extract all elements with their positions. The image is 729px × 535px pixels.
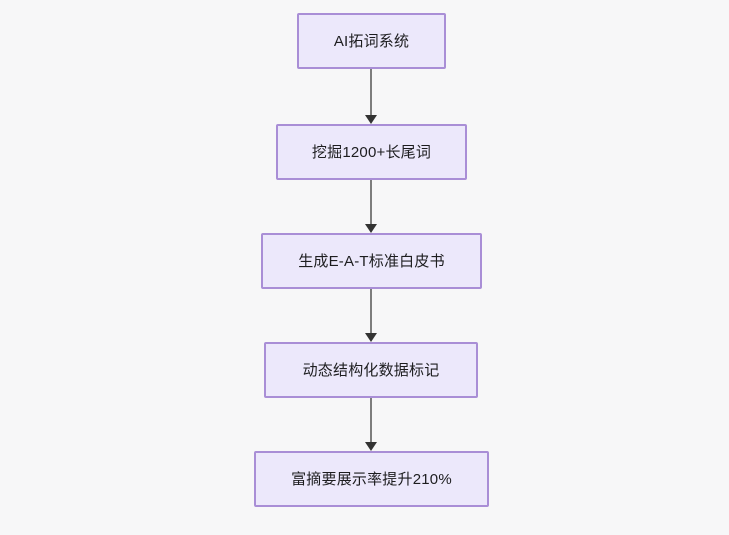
connector-line	[370, 398, 372, 443]
connector-node4-node5	[365, 398, 377, 451]
arrowhead-icon	[365, 224, 377, 233]
connector-line	[370, 289, 372, 334]
flow-node-mine-longtail-keywords[interactable]: 挖掘1200+长尾词	[276, 124, 467, 180]
flow-node-label: 动态结构化数据标记	[302, 361, 440, 379]
connector-node1-node2	[365, 69, 377, 124]
flow-node-generate-eat-whitepaper[interactable]: 生成E-A-T标准白皮书	[261, 233, 482, 289]
flow-node-label: 挖掘1200+长尾词	[311, 143, 432, 161]
flow-node-ai-keyword-system[interactable]: AI拓词系统	[297, 13, 446, 69]
arrowhead-icon	[365, 333, 377, 342]
flow-node-label: AI拓词系统	[333, 32, 410, 50]
connector-line	[370, 180, 372, 225]
flow-node-label: 富摘要展示率提升210%	[291, 470, 452, 488]
connector-line	[370, 69, 372, 116]
connector-node3-node4	[365, 289, 377, 342]
flow-node-rich-snippet-rate-increase[interactable]: 富摘要展示率提升210%	[254, 451, 489, 507]
flow-node-dynamic-structured-data-markup[interactable]: 动态结构化数据标记	[264, 342, 478, 398]
flow-node-label: 生成E-A-T标准白皮书	[298, 252, 445, 270]
connector-node2-node3	[365, 180, 377, 233]
arrowhead-icon	[365, 115, 377, 124]
arrowhead-icon	[365, 442, 377, 451]
